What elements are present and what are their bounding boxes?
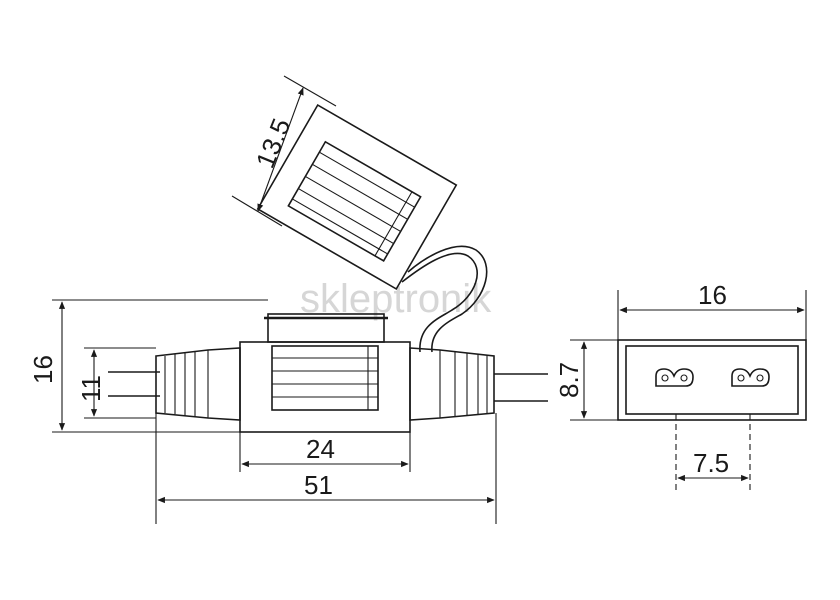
right-cable-boot [409,347,495,421]
dim-contact-pitch-label: 7.5 [693,448,729,478]
dim-end-width: 16 [617,280,807,340]
dim-body-length: 24 [239,432,411,472]
open-cap [256,103,458,291]
side-view [108,245,548,433]
dim-overall-length: 51 [155,413,497,524]
dim-end-height-label: 8.7 [554,362,584,398]
cap-tether [401,252,478,353]
left-contact-slot [655,368,694,387]
cap-rim [267,313,385,343]
dim-cable-spacing-label: 11 [76,375,106,402]
dim-cap-depth-label: 13.5 [250,114,297,172]
dim-contact-pitch: 7.5 [677,448,749,482]
left-cable-boot [155,347,241,421]
end-view-outline [617,339,807,421]
dim-end-height: 8.7 [554,339,618,421]
dim-body-length-label: 24 [306,434,335,464]
dim-overall-length-label: 51 [304,470,333,500]
dim-end-width-label: 16 [698,280,727,310]
right-contact-slot [731,368,770,387]
dim-total-height: 16 [28,299,268,433]
holder-body [239,341,411,433]
dim-cable-spacing: 11 [76,347,156,419]
dim-total-height-label: 16 [28,355,58,384]
blade-fuse-side [271,345,379,411]
end-view [617,339,807,492]
